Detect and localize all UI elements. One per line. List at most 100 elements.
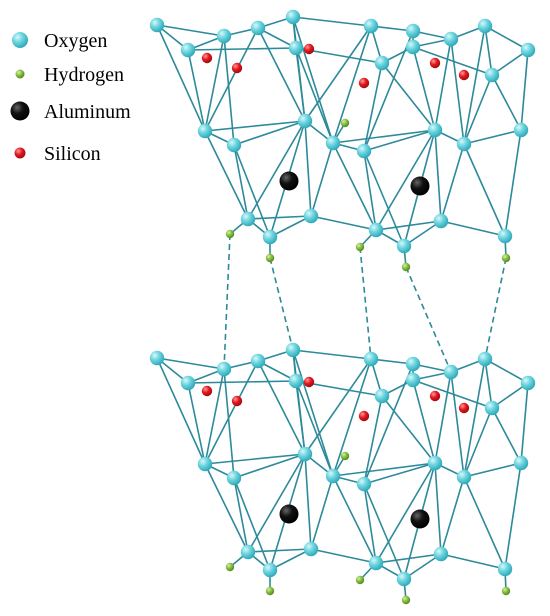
hydrogen-bond-line [484,257,507,360]
bond-line [440,553,506,570]
bond-line [375,220,442,231]
oxygen-atom [484,400,500,416]
legend-oxygen-label: Oxygen [44,30,107,52]
oxygen-atom [427,122,443,138]
bond-line [363,150,377,231]
bond-line [363,150,405,247]
bond-line [375,129,436,231]
bond-line [310,475,334,550]
bond-line [520,49,529,131]
aluminum-atom [410,176,430,196]
hydrogen-atom [340,451,350,461]
bond-line [304,358,372,455]
bond-line [233,477,249,553]
bond-line [187,382,206,465]
bond-line [332,25,372,144]
bond-line [304,120,312,217]
bond-line [363,129,436,152]
bond-line [434,371,452,464]
bond-line [269,548,312,571]
oxygen-atom [216,28,232,44]
bond-line [463,358,486,478]
silicon-atom [358,77,370,89]
silicon-atom [201,385,213,397]
oxygen-atom [180,375,196,391]
oxygen-atom [356,476,372,492]
bond-line [463,25,486,145]
silicon-atom [458,402,470,414]
bond-line [233,144,249,220]
bond-line [463,407,493,478]
bond-line [520,382,529,464]
silicon-atom [231,395,243,407]
legend-oxygen-marker [12,32,28,48]
oxygen-atom [433,546,449,562]
legend: Oxygen Hydrogen Aluminum Silicon [10,30,131,165]
bond-line [233,120,306,146]
bond-line [292,16,334,144]
bond-line [332,475,377,564]
bond-line [204,120,306,132]
bond-line [204,360,259,465]
bond-line [304,25,372,122]
oxygen-atom [374,388,390,404]
bond-line [463,476,506,570]
bond-line [204,27,259,132]
bond-line [187,380,297,384]
hydrogen-bond-line [405,266,452,373]
hydrogen-bond-line [269,257,294,351]
legend-silicon-marker [14,147,26,159]
oxygen-atom [456,469,472,485]
legend-aluminum-marker [10,101,30,121]
aluminum-atom [410,509,430,529]
bond-line [233,477,271,571]
silicon-atom [358,410,370,422]
bond-line [484,358,493,409]
bond-line [363,483,405,580]
bond-line [434,129,442,222]
bond-line [223,368,235,479]
oxygen-atom [396,238,412,254]
oxygen-atom [513,455,529,471]
silicon-atom [231,62,243,74]
oxygen-atom [513,122,529,138]
bond-line [156,24,206,132]
bond-line [204,130,249,220]
oxygen-atom [297,113,313,129]
oxygen-atom [477,351,493,367]
bond-line [463,129,522,145]
oxygen-atom [325,135,341,151]
hydrogen-atom [401,595,411,605]
bond-line [223,35,235,146]
oxygen-atom [197,123,213,139]
bond-line [310,548,377,564]
bond-line [233,453,306,479]
bond-line [381,395,436,464]
bond-line [412,46,436,131]
bond-line [363,363,414,485]
hydrogen-atom [225,229,235,239]
oxygen-atom [405,356,421,372]
bond-line [269,215,312,238]
bond-line [484,25,529,51]
bond-line [332,358,372,477]
bond-line [187,49,206,132]
oxygen-atom [149,17,165,33]
oxygen-atom [433,213,449,229]
oxygen-atom [240,544,256,560]
bond-line [332,142,377,231]
oxygen-atom [368,555,384,571]
oxygen-atom [374,55,390,71]
oxygen-atom [368,222,384,238]
bond-line [434,462,442,555]
hydrogen-atom [501,253,511,263]
oxygen-atom [285,342,301,358]
bond-line [304,453,312,550]
bond-line [403,553,442,580]
bond-line [484,358,529,384]
bond-line [292,349,372,360]
oxygen-atom [484,67,500,83]
oxygen-atom [477,18,493,34]
bond-line [504,129,522,237]
bond-line [440,476,465,555]
